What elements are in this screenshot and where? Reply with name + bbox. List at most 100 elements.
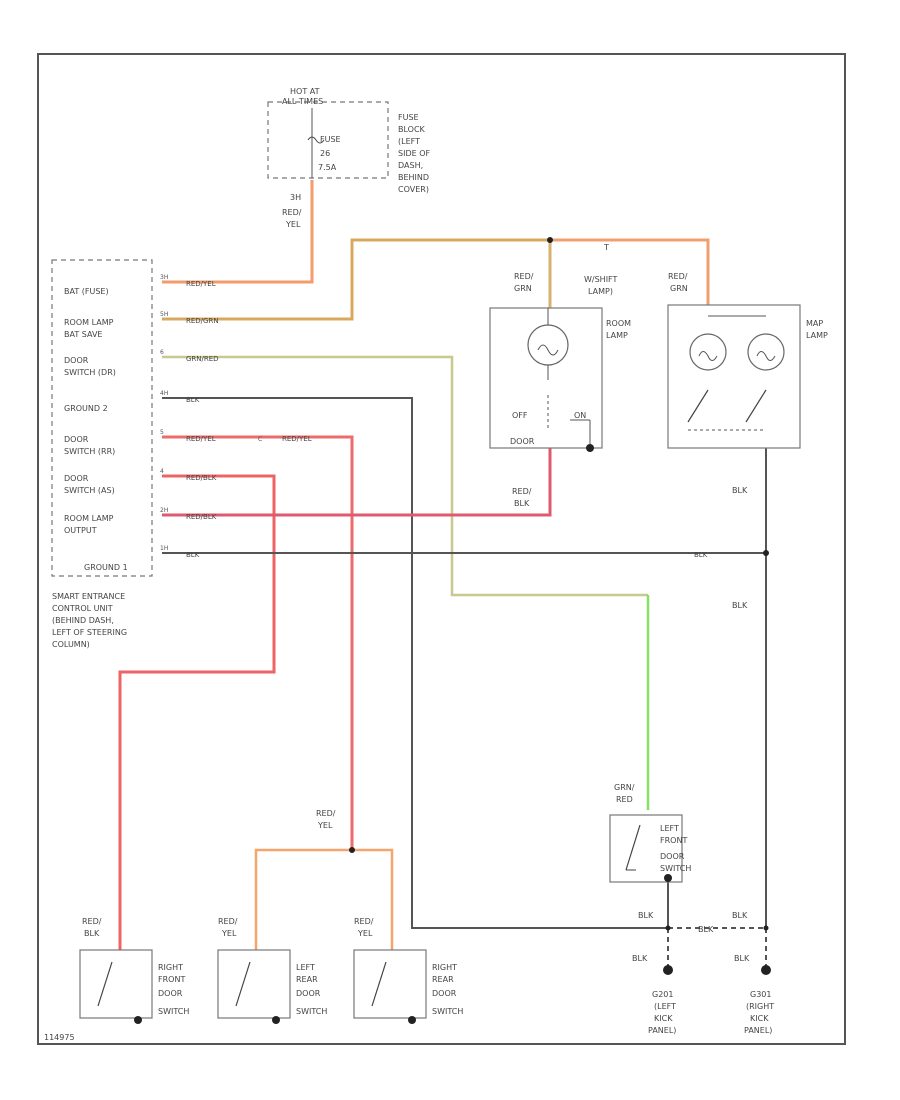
- seccu-pin-number: 1H: [160, 545, 168, 552]
- switch-icon: [235, 961, 251, 1007]
- seccu-label: DOOR: [64, 435, 89, 444]
- seccu-wire-color: RED/GRN: [186, 317, 219, 325]
- seccu-caption-3: (BEHIND DASH,: [52, 616, 114, 625]
- fuse-hot-line1: HOT AT: [290, 87, 320, 96]
- map-lamp-label-2: LAMP: [806, 331, 828, 340]
- seccu-pin-number: 2H: [160, 507, 168, 514]
- g301-label-4: PANEL): [744, 1026, 772, 1035]
- g301-label-2: (RIGHT: [746, 1002, 774, 1011]
- room-lamp-label-1: ROOM: [606, 319, 631, 328]
- ground-icon: [664, 874, 672, 882]
- rr-splice-label: RED/ YEL: [316, 809, 336, 830]
- map-lamp-top-wire-1: RED/: [668, 272, 688, 281]
- lamp-filament-icon: [698, 351, 718, 361]
- seccu-caption-2: CONTROL UNIT: [52, 604, 113, 613]
- lf-switch-label-4: SWITCH: [660, 864, 691, 873]
- switch-label-2: REAR: [296, 975, 318, 984]
- top-bus-marker: T: [603, 243, 609, 252]
- switch-label-3: DOOR: [432, 989, 457, 998]
- ground-icon: [134, 1016, 142, 1024]
- ground-icon: [586, 444, 594, 452]
- lf-switch-label-2: FRONT: [660, 836, 687, 845]
- switch-box: [79, 949, 153, 1019]
- rr-splice-wire-color: RED/YEL: [282, 435, 312, 443]
- seccu-wire-color: RED/YEL: [186, 435, 216, 443]
- fuse-block-label-2: BLOCK: [398, 125, 426, 134]
- fuse-block-label-7: COVER): [398, 185, 429, 194]
- seccu-label: BAT (FUSE): [64, 287, 109, 296]
- switch-icon: [97, 961, 113, 1007]
- switch-box: [353, 949, 427, 1019]
- switch-icon: [745, 389, 767, 423]
- fuse-block-label-5: DASH,: [398, 161, 423, 170]
- lf-switch-wire-1: GRN/: [614, 783, 635, 792]
- lamp-bulb-icon: [689, 333, 727, 371]
- ground1-blk-label: BLK: [694, 551, 708, 559]
- fuse-number-line2: 26: [320, 149, 330, 158]
- smart-entrance-control-unit: BAT (FUSE) 3H RED/YEL ROOM LAMP BAT SAVE…: [51, 259, 708, 649]
- fuse-block: HOT AT ALL TIMES FUSE 26 7.5A FUSE BLOCK…: [267, 87, 430, 229]
- map-lamp-top-wire-2: GRN: [670, 284, 688, 293]
- wire-red-blk-output: [162, 448, 552, 517]
- seccu-label: SWITCH (DR): [64, 368, 116, 377]
- g301-label-1: G301: [750, 990, 771, 999]
- rr-splice-marker: C: [258, 436, 262, 443]
- room-lamp-bottom-wire-1: RED/: [512, 487, 532, 496]
- switch-wire-2: BLK: [84, 929, 100, 938]
- junction-dot: [665, 925, 671, 931]
- left-rear-door-switch: RED/ YEL LEFT REAR DOOR SWITCH: [217, 917, 327, 1024]
- switch-icon: [625, 824, 641, 871]
- switch-label-1: RIGHT: [432, 963, 457, 972]
- map-lamp-box: [667, 304, 801, 449]
- fuse-block-label-3: (LEFT: [398, 137, 420, 146]
- wire-rr-split-right: [352, 848, 394, 950]
- room-lamp-off: OFF: [512, 411, 528, 420]
- g201-label-4: PANEL): [648, 1026, 676, 1035]
- lf-switch-wire-2: RED: [616, 795, 633, 804]
- seccu-label: ROOM LAMP: [64, 318, 114, 327]
- switch-label-4: SWITCH: [432, 1007, 463, 1016]
- ground-icon: [408, 1016, 416, 1024]
- seccu-label: SWITCH (RR): [64, 447, 115, 456]
- lamp-filament-icon: [756, 351, 776, 361]
- ground-blk-label: BLK: [698, 925, 714, 934]
- fuse-number-line1: FUSE: [320, 135, 341, 144]
- switch-icon: [371, 961, 387, 1007]
- wire-red-grn-bus-right: [550, 238, 710, 305]
- ground-blk-label: BLK: [732, 911, 748, 920]
- room-lamp-on: ON: [574, 411, 586, 420]
- seccu-pin-number: 5H: [160, 311, 168, 318]
- wire-blk-ground2: [162, 397, 668, 929]
- switch-wire-1: RED/: [218, 917, 238, 926]
- ground-blk-label: BLK: [638, 911, 654, 920]
- junction-dot: [349, 847, 355, 853]
- junction-dot: [763, 925, 769, 931]
- junctions: [349, 237, 769, 931]
- seccu-caption-1: SMART ENTRANCE: [52, 592, 125, 601]
- diagram-code: 114975: [44, 1033, 75, 1042]
- switch-label-1: RIGHT: [158, 963, 183, 972]
- g201-label-1: G201: [652, 990, 673, 999]
- map-lamp-label-1: MAP: [806, 319, 823, 328]
- room-lamp-note-1: W/SHIFT: [584, 275, 618, 284]
- fuse-out-wire-1: RED/: [282, 208, 302, 217]
- fuse-block-label-4: SIDE OF: [398, 149, 430, 158]
- wire-grn-red: [162, 355, 648, 597]
- seccu-label: DOOR: [64, 474, 89, 483]
- wire-rr-split-left: [254, 848, 352, 950]
- seccu-label: GROUND 1: [84, 563, 128, 572]
- ground-icon: [272, 1016, 280, 1024]
- seccu-pin-number: 5: [160, 429, 164, 436]
- wire-red-grn-bus: [162, 238, 550, 321]
- seccu-caption-5: COLUMN): [52, 640, 90, 649]
- seccu-label: OUTPUT: [64, 526, 97, 535]
- switch-box: [217, 949, 291, 1019]
- right-blk: BLK: [732, 601, 748, 610]
- switch-label-2: REAR: [432, 975, 454, 984]
- switch-label-1: LEFT: [296, 963, 315, 972]
- wires: [118, 180, 767, 968]
- ground-blk-label: BLK: [734, 954, 750, 963]
- switch-icon: [687, 389, 709, 423]
- wire-red-yel-rr: [162, 435, 354, 850]
